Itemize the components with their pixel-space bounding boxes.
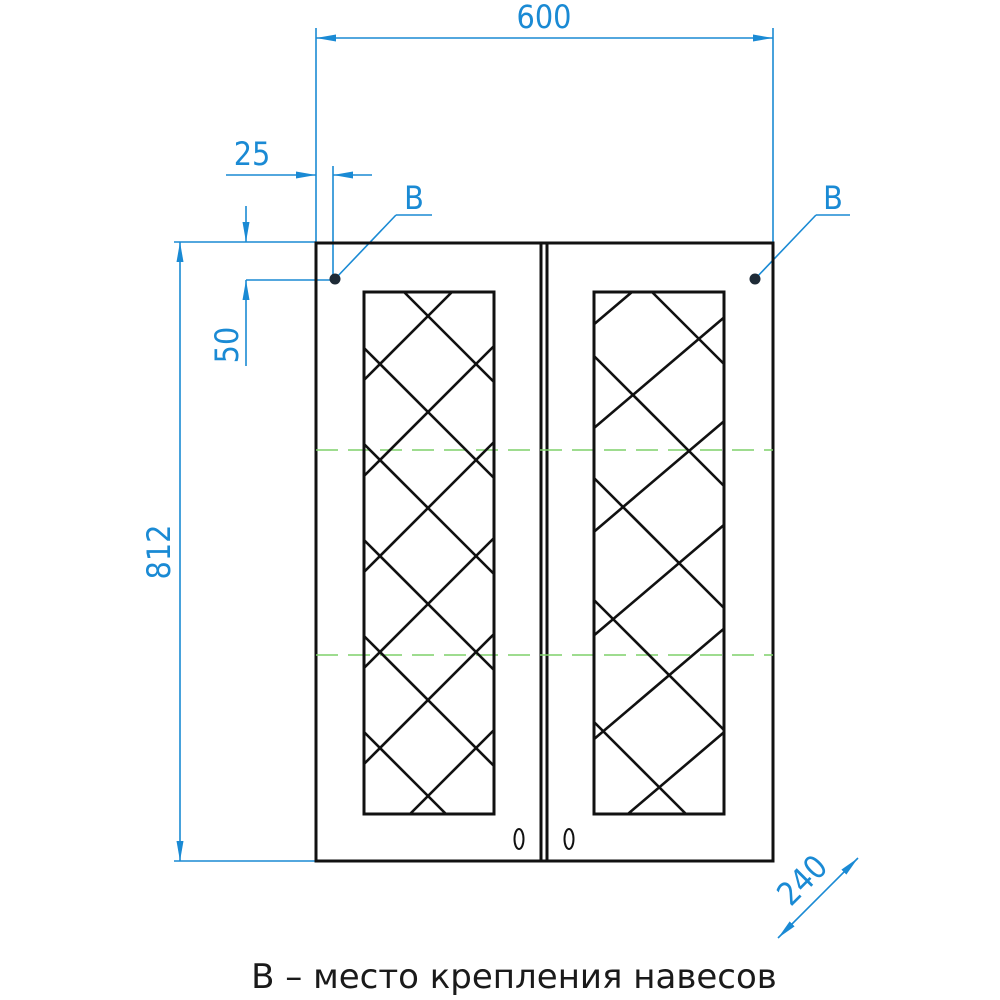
dimension-width-label: 600 (517, 0, 572, 36)
caption: B – место крепления навесов (251, 957, 777, 997)
lattice-right-bar-1 (593, 599, 725, 731)
cabinet-outline (314, 241, 775, 863)
lattice-left-bar-8 (363, 441, 495, 573)
lattice-right-bar-2 (593, 477, 725, 609)
dimension-height-label: 812 (140, 525, 178, 580)
lattice-left-bar-3 (363, 443, 495, 575)
lattice-left-bar-0 (363, 731, 447, 815)
lattice-left-bar-2 (363, 539, 495, 671)
left-door-handle (513, 828, 525, 850)
dimension-offset-x: 25 (226, 135, 372, 278)
lattice-left-bar-10 (363, 633, 495, 765)
marker-left: B (329, 179, 432, 285)
lattice-left-bar-11 (409, 729, 495, 815)
dimension-offset-x-label: 25 (234, 135, 271, 173)
marker-left-label: B (404, 179, 424, 217)
dimension-depth: 240 (769, 847, 859, 939)
lattice-right-bar-6 (593, 316, 725, 429)
marker-right: B (749, 179, 850, 285)
mounting-hole-left (329, 273, 341, 285)
lattice-right-bar-4 (651, 291, 725, 365)
lattice-right-bar-8 (593, 523, 725, 637)
lattice-left-bar-7 (363, 345, 495, 477)
dimension-offset-y-label: 50 (208, 327, 246, 364)
cabinet-body (314, 241, 775, 863)
lattice-left-bar-1 (363, 635, 495, 767)
lattice-left-bar-5 (403, 291, 495, 383)
dimension-depth-label: 240 (769, 847, 835, 913)
lattice-left-bar-4 (363, 347, 495, 479)
dimension-width: 600 (315, 0, 774, 242)
lattice-right-bar-7 (593, 420, 725, 533)
lattice-right-bar-0 (593, 721, 687, 815)
right-door-glass-frame (592, 290, 726, 816)
lattice-left-bar-9 (363, 537, 495, 669)
lattice-left-bar-6 (363, 291, 453, 381)
left-door-glass-frame (362, 290, 496, 816)
lattice-right-bar-9 (593, 627, 725, 741)
dimension-offset-y: 50 (174, 206, 333, 366)
lattice-right-bar-3 (593, 355, 725, 487)
dimension-height: 812 (140, 242, 316, 862)
left-door-lattice (363, 291, 495, 815)
lattice-right-bar-10 (627, 731, 725, 815)
marker-right-label: B (823, 179, 843, 217)
lattice-right-bar-5 (593, 291, 633, 326)
mounting-hole-right (749, 273, 761, 285)
right-door-lattice (593, 291, 725, 815)
right-door-handle (563, 828, 575, 850)
